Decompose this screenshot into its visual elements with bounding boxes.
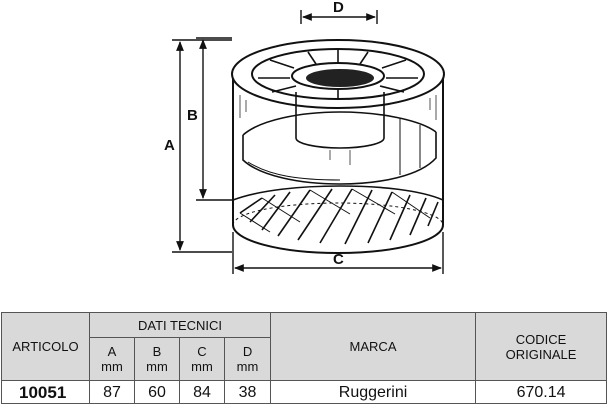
dimension-d — [300, 10, 378, 24]
spec-table: ARTICOLO DATI TECNICI MARCA CODICE ORIGI… — [1, 312, 608, 404]
codice-header-line1: CODICE — [515, 331, 567, 347]
value-b: 60 — [134, 380, 180, 404]
dimension-c — [232, 232, 444, 274]
value-c: 84 — [179, 380, 225, 404]
value-d: 38 — [223, 380, 272, 404]
table-row: 10051 87 60 84 38 Ruggerini 670.14 — [1, 380, 608, 404]
value-a: 87 — [89, 380, 135, 404]
header-row-1: ARTICOLO DATI TECNICI MARCA CODICE ORIGI… — [1, 312, 608, 381]
dimension-b — [196, 37, 232, 201]
dimension-c-label: C — [333, 251, 344, 268]
dimension-a-label: A — [164, 137, 175, 154]
blade-band — [232, 185, 444, 245]
marca-header: MARCA — [270, 312, 477, 381]
top-ribs — [258, 50, 418, 98]
codice-header-line2: ORIGINALE — [505, 346, 577, 362]
dimension-b-label: B — [187, 107, 198, 124]
articolo-header: ARTICOLO — [1, 312, 90, 381]
codice-value: 670.14 — [475, 380, 608, 404]
dimension-d-label: D — [333, 0, 344, 16]
dimension-a — [172, 39, 232, 253]
articolo-value: 10051 — [1, 380, 90, 404]
codice-header: CODICE ORIGINALE — [475, 312, 608, 381]
marca-value: Ruggerini — [270, 380, 477, 404]
dati-tecnici-header: DATI TECNICI — [88, 312, 272, 338]
wall-hatching — [239, 95, 437, 165]
spiral-band — [242, 111, 437, 185]
filter-cylinder — [231, 39, 445, 254]
filter-drawing: D B A C — [164, 0, 445, 274]
